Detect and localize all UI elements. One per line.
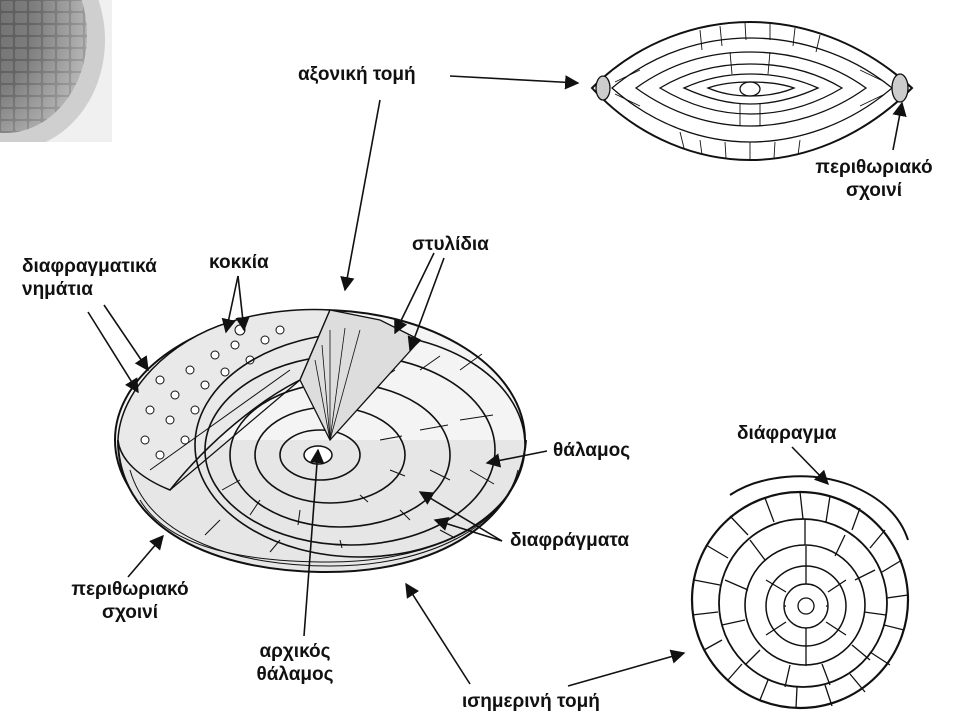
label-septum: διάφραγμα xyxy=(737,422,836,445)
label-pillars: στυλίδια xyxy=(412,233,489,256)
label-marginal-cord-top-line2: σχοινί xyxy=(808,179,940,202)
label-marginal-cord-left: περιθωριακό σχοινί xyxy=(60,578,200,624)
arrow-septal-filament-2 xyxy=(104,305,148,370)
label-septal-filaments-line1: διαφραγματικά xyxy=(22,255,157,278)
cutaway-test-drawing xyxy=(115,310,526,573)
arrow-equatorial-to-drawing xyxy=(568,653,684,686)
label-chamber: θάλαμος xyxy=(553,439,630,462)
label-granules: κοκκία xyxy=(209,251,269,274)
arrow-axial-to-cut xyxy=(345,100,380,290)
label-marginal-cord-top-line1: περιθωριακό xyxy=(808,156,940,179)
label-marginal-cord-left-line1: περιθωριακό xyxy=(60,578,200,601)
arrow-septal-filament-1 xyxy=(88,312,138,392)
label-initial-chamber-line1: αρχικός xyxy=(245,640,345,663)
arrow-equatorial-to-cut xyxy=(406,584,470,684)
equatorial-section-drawing xyxy=(692,476,908,708)
arrow-pillars-1 xyxy=(395,253,434,333)
axial-section-drawing xyxy=(592,22,912,160)
label-initial-chamber: αρχικός θάλαμος xyxy=(245,640,345,686)
label-septal-filaments: διαφραγματικά νημάτια xyxy=(22,255,157,301)
arrow-marginal-cord-left xyxy=(128,536,163,577)
label-marginal-cord-left-line2: σχοινί xyxy=(60,601,200,624)
label-septal-filaments-line2: νημάτια xyxy=(22,278,157,301)
arrow-marginal-cord-top xyxy=(893,103,902,150)
label-initial-chamber-line2: θάλαμος xyxy=(245,663,345,686)
label-equatorial-section: ισημερινή τομή xyxy=(462,690,600,713)
label-septa: διαφράγματα xyxy=(510,529,629,552)
photo-fragment xyxy=(0,0,112,150)
arrow-septum xyxy=(792,447,828,484)
label-marginal-cord-top: περιθωριακό σχοινί xyxy=(808,156,940,202)
arrow-axial-to-drawing xyxy=(450,76,578,83)
label-axial-section: αξονική τομή xyxy=(298,63,416,86)
